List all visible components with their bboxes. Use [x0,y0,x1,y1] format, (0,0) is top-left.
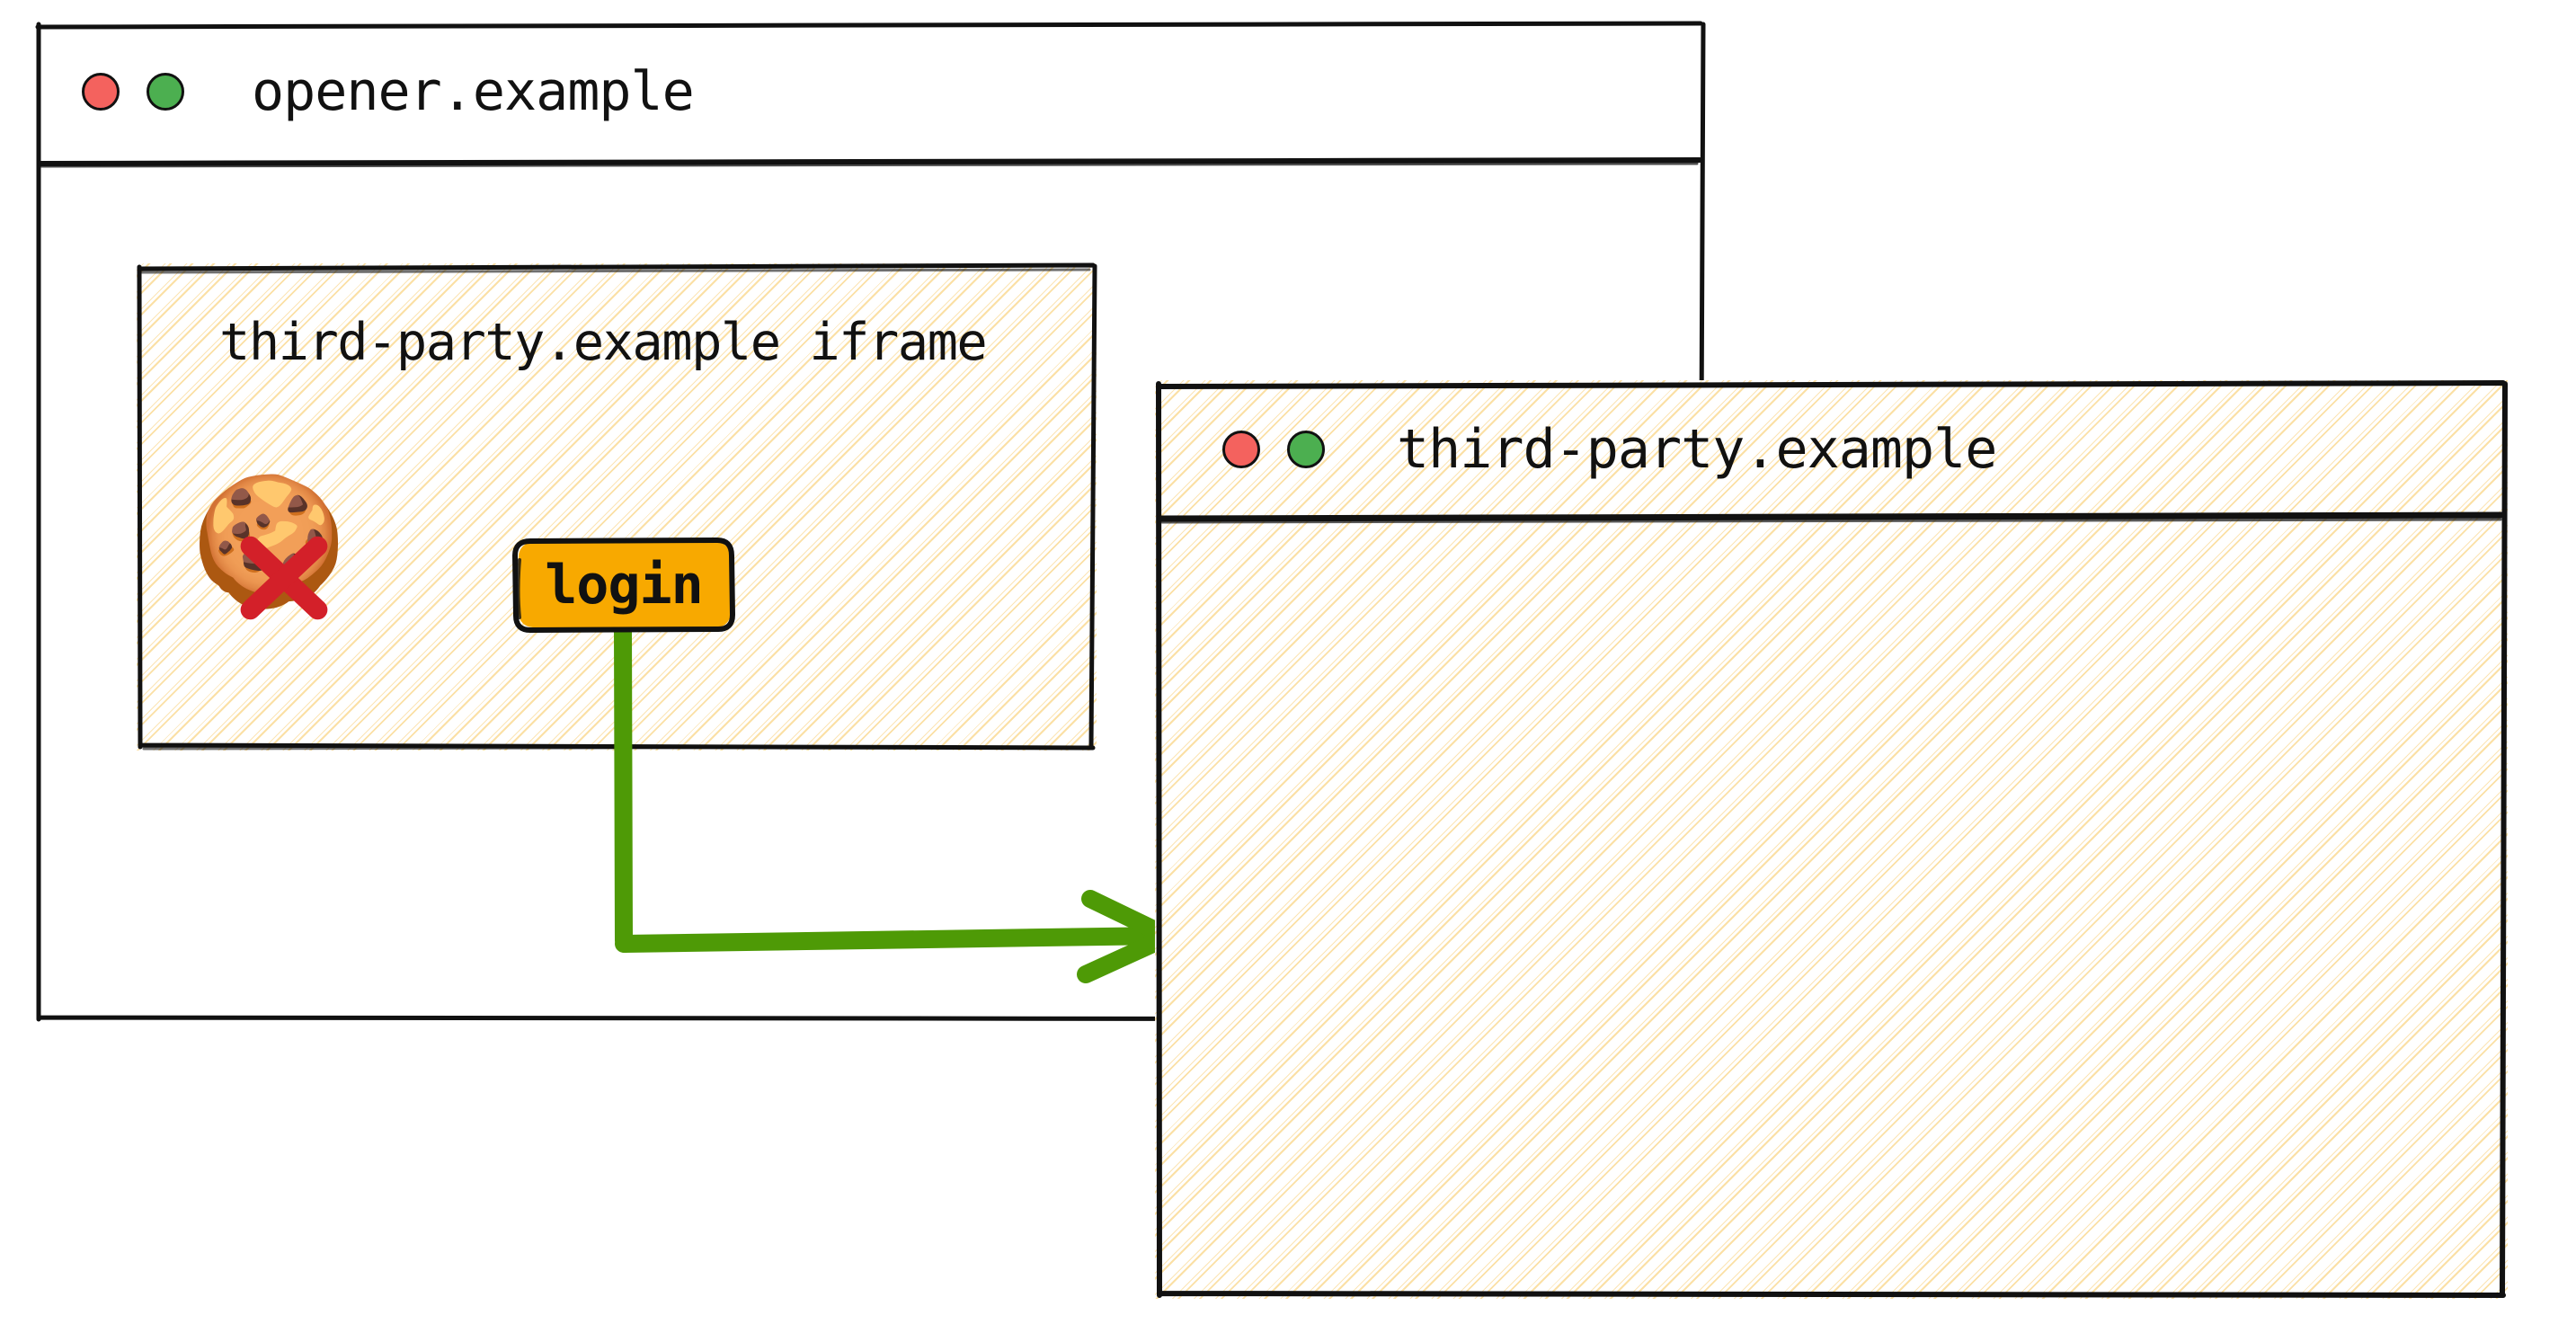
maximize-dot-icon[interactable] [1287,431,1325,468]
maximize-dot-icon[interactable] [147,73,184,111]
blocked-cookie-group: 🍪 [191,479,370,659]
popup-window-title: third-party.example [1397,418,1997,481]
iframe-login-button[interactable]: login [512,537,735,634]
iframe-login-button-label: login [545,554,704,617]
popup-title-bar: third-party.example [1155,380,2508,519]
iframe-title-label: third-party.example iframe [219,313,988,372]
cross-mark-icon [240,536,328,620]
close-dot-icon[interactable] [82,73,120,111]
opener-window-title: opener.example [252,60,695,123]
close-dot-icon[interactable] [1222,431,1260,468]
opener-title-bar: opener.example [34,20,1706,164]
popup-browser-window: third-party.example [1155,380,2508,1299]
popup-window-body [1155,519,2508,1299]
